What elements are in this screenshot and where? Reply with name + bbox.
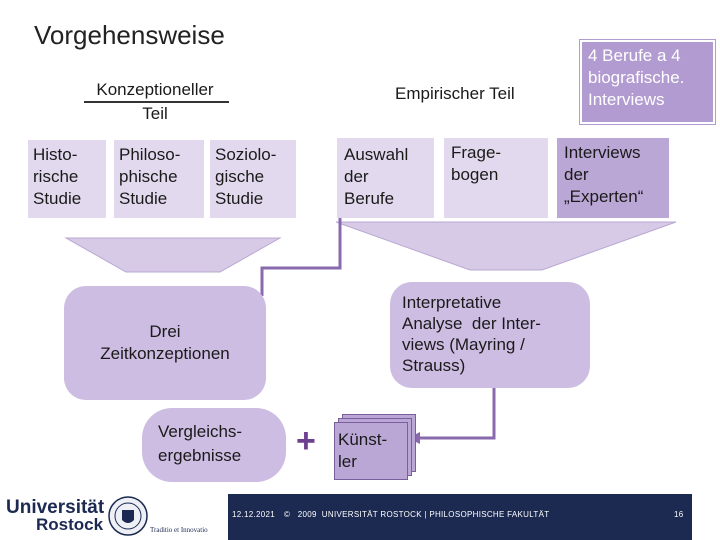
- cell-philosophische-studie: Philoso- phische Studie: [114, 140, 204, 218]
- page-number: 16: [674, 510, 684, 519]
- cell-fragebogen: Frage- bogen: [444, 138, 548, 218]
- connector-line-right: [420, 384, 496, 440]
- paper-stack-front: Künst- ler: [334, 422, 408, 480]
- tradition-motto: Traditio et Innovatio: [150, 526, 208, 534]
- down-arrow-right: [335, 221, 677, 271]
- footer-bar: 12.12.2021 © 2009 UNIVERSITÄT ROSTOCK | …: [228, 494, 692, 540]
- cell-historische-studie: Histo- rische Studie: [28, 140, 106, 218]
- university-name: Universität: [6, 497, 105, 518]
- cell-interviews-experten: Interviews der „Experten“: [557, 138, 669, 218]
- connector-line-left: [260, 218, 342, 296]
- oval-interpretative-analyse-text: Interpretative Analyse der Inter- views …: [402, 293, 541, 375]
- empirisch-header: Empirischer Teil: [395, 84, 515, 103]
- footer-right-margin: [692, 494, 720, 540]
- university-seal-icon: [108, 496, 148, 536]
- oval-drei-zeitkonzeptionen-text: Drei Zeitkonzeptionen: [100, 322, 230, 363]
- cell-soziologische-studie: Soziolo- gische Studie: [210, 140, 296, 218]
- page-title: Vorgehensweise: [34, 20, 225, 50]
- oval-drei-zeitkonzeptionen: Drei Zeitkonzeptionen: [64, 286, 266, 400]
- callout-biografische-interviews: 4 Berufe a 4 biografische. Interviews: [579, 39, 716, 125]
- oval-vergleichsergebnisse: Vergleichs- ergebnisse: [142, 408, 286, 482]
- down-arrow-left: [64, 237, 282, 273]
- footer-copyright: © 2009 UNIVERSITÄT ROSTOCK | PHILOSOPHIS…: [284, 510, 550, 519]
- footer-date: 12.12.2021: [232, 510, 276, 519]
- footer-logo-area: Universität Rostock Traditio et Innovati…: [0, 494, 228, 540]
- university-city: Rostock: [36, 515, 104, 534]
- oval-vergleichsergebnisse-text: Vergleichs- ergebnisse: [158, 422, 243, 465]
- cell-auswahl-der-berufe: Auswahl der Berufe: [337, 138, 434, 218]
- kuenstler-label: Künst- ler: [338, 430, 388, 471]
- konzeptionell-header-text: Konzeptioneller Teil: [96, 80, 214, 123]
- konzeptionell-header: Konzeptioneller Teil: [84, 78, 226, 126]
- konzeptionell-underline: [84, 101, 229, 103]
- oval-interpretative-analyse: Interpretative Analyse der Inter- views …: [390, 282, 590, 388]
- plus-sign: +: [296, 422, 316, 460]
